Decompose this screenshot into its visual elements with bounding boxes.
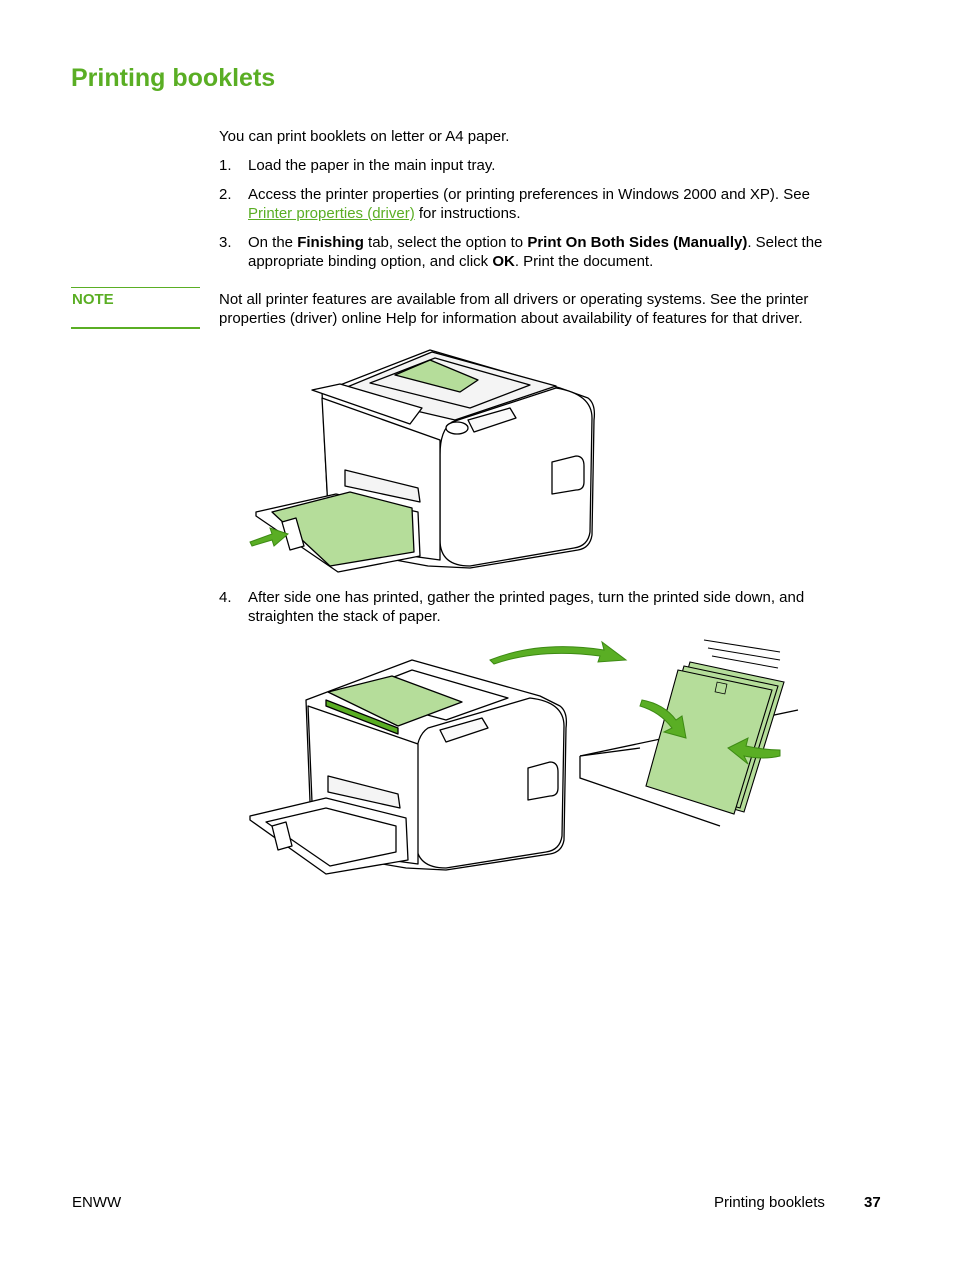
note-label: NOTE [72, 291, 114, 308]
step-3: 3. On the Finishing tab, select the opti… [219, 233, 879, 270]
footer-section: Printing booklets [714, 1194, 825, 1211]
step-number: 2. [219, 186, 232, 203]
step-text-part: appropriate binding option, and click [248, 253, 493, 270]
printer-properties-link[interactable]: Printer properties (driver) [248, 205, 415, 222]
finishing-tab-label: Finishing [297, 234, 364, 251]
ok-label: OK [492, 253, 515, 270]
step-2: 2. Access the printer properties (or pri… [219, 185, 879, 222]
step-text: After side one has printed, gather the p… [248, 588, 888, 626]
step-1: 1. Load the paper in the main input tray… [219, 156, 879, 175]
page-number: 37 [864, 1194, 881, 1211]
step-number: 1. [219, 157, 232, 174]
step-text: Load the paper in the main input tray. [248, 157, 496, 174]
note-rule-bottom [71, 327, 200, 329]
step-text-part: On the [248, 234, 298, 251]
step-text-part: . Select the [747, 234, 823, 251]
step-number: 3. [219, 234, 232, 251]
step-text-line: After side one has printed, gather the p… [248, 589, 805, 606]
note-text: Not all printer features are available f… [219, 290, 899, 328]
intro-text: You can print booklets on letter or A4 p… [219, 128, 510, 145]
step-text-line: straighten the stack of paper. [248, 608, 441, 625]
step-number: 4. [219, 589, 232, 606]
step-text: On the Finishing tab, select the option … [248, 233, 888, 271]
page-title: Printing booklets [71, 64, 276, 92]
note-text-line: Not all printer features are available f… [219, 291, 809, 308]
step-4: 4. After side one has printed, gather th… [219, 588, 879, 625]
print-both-sides-label: Print On Both Sides (Manually) [527, 234, 748, 251]
step-text-after-link: for instructions. [414, 205, 521, 222]
footer-left: ENWW [72, 1194, 122, 1211]
step-text-part: tab, select the option to [363, 234, 528, 251]
note-text-line: properties (driver) online Help for info… [219, 310, 803, 327]
step-text: Access the printer properties (or printi… [248, 185, 888, 223]
note-rule-top [71, 287, 200, 288]
step-text-part: . Print the document. [514, 253, 654, 270]
step-text-line: Access the printer properties (or printi… [248, 186, 810, 203]
